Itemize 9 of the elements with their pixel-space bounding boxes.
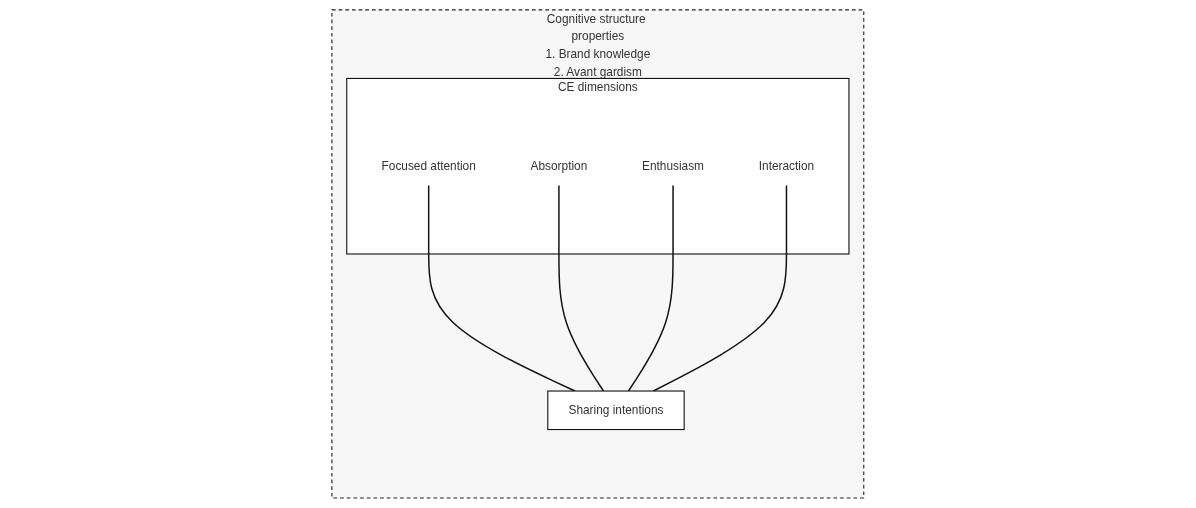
connector (428, 184, 576, 392)
connector (558, 184, 605, 392)
node-box: Sharing intentions (547, 390, 685, 431)
node-text: Interaction (758, 159, 815, 173)
node-text: Absorption (530, 159, 588, 173)
connector (627, 184, 674, 392)
node-text: Enthusiasm (642, 159, 705, 173)
connector (652, 184, 788, 392)
node-text: Focused attention (381, 159, 476, 173)
